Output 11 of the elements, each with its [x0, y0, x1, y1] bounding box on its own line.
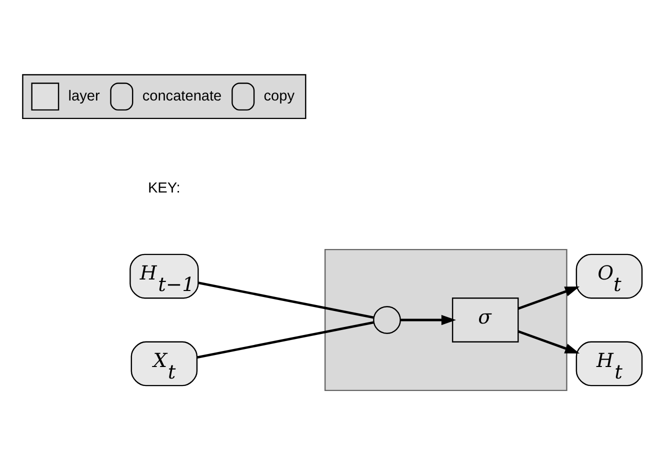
legend-label: layer	[68, 88, 100, 104]
legend-label: copy	[264, 88, 295, 104]
node-box: σ	[452, 298, 519, 342]
label: KEY:	[148, 180, 180, 197]
connector	[196, 321, 374, 359]
arrow	[400, 314, 456, 326]
arrow	[518, 330, 580, 354]
node-circle	[373, 306, 401, 334]
connector	[198, 282, 374, 319]
arrow	[518, 286, 580, 310]
legend-label: concatenate	[142, 88, 222, 104]
